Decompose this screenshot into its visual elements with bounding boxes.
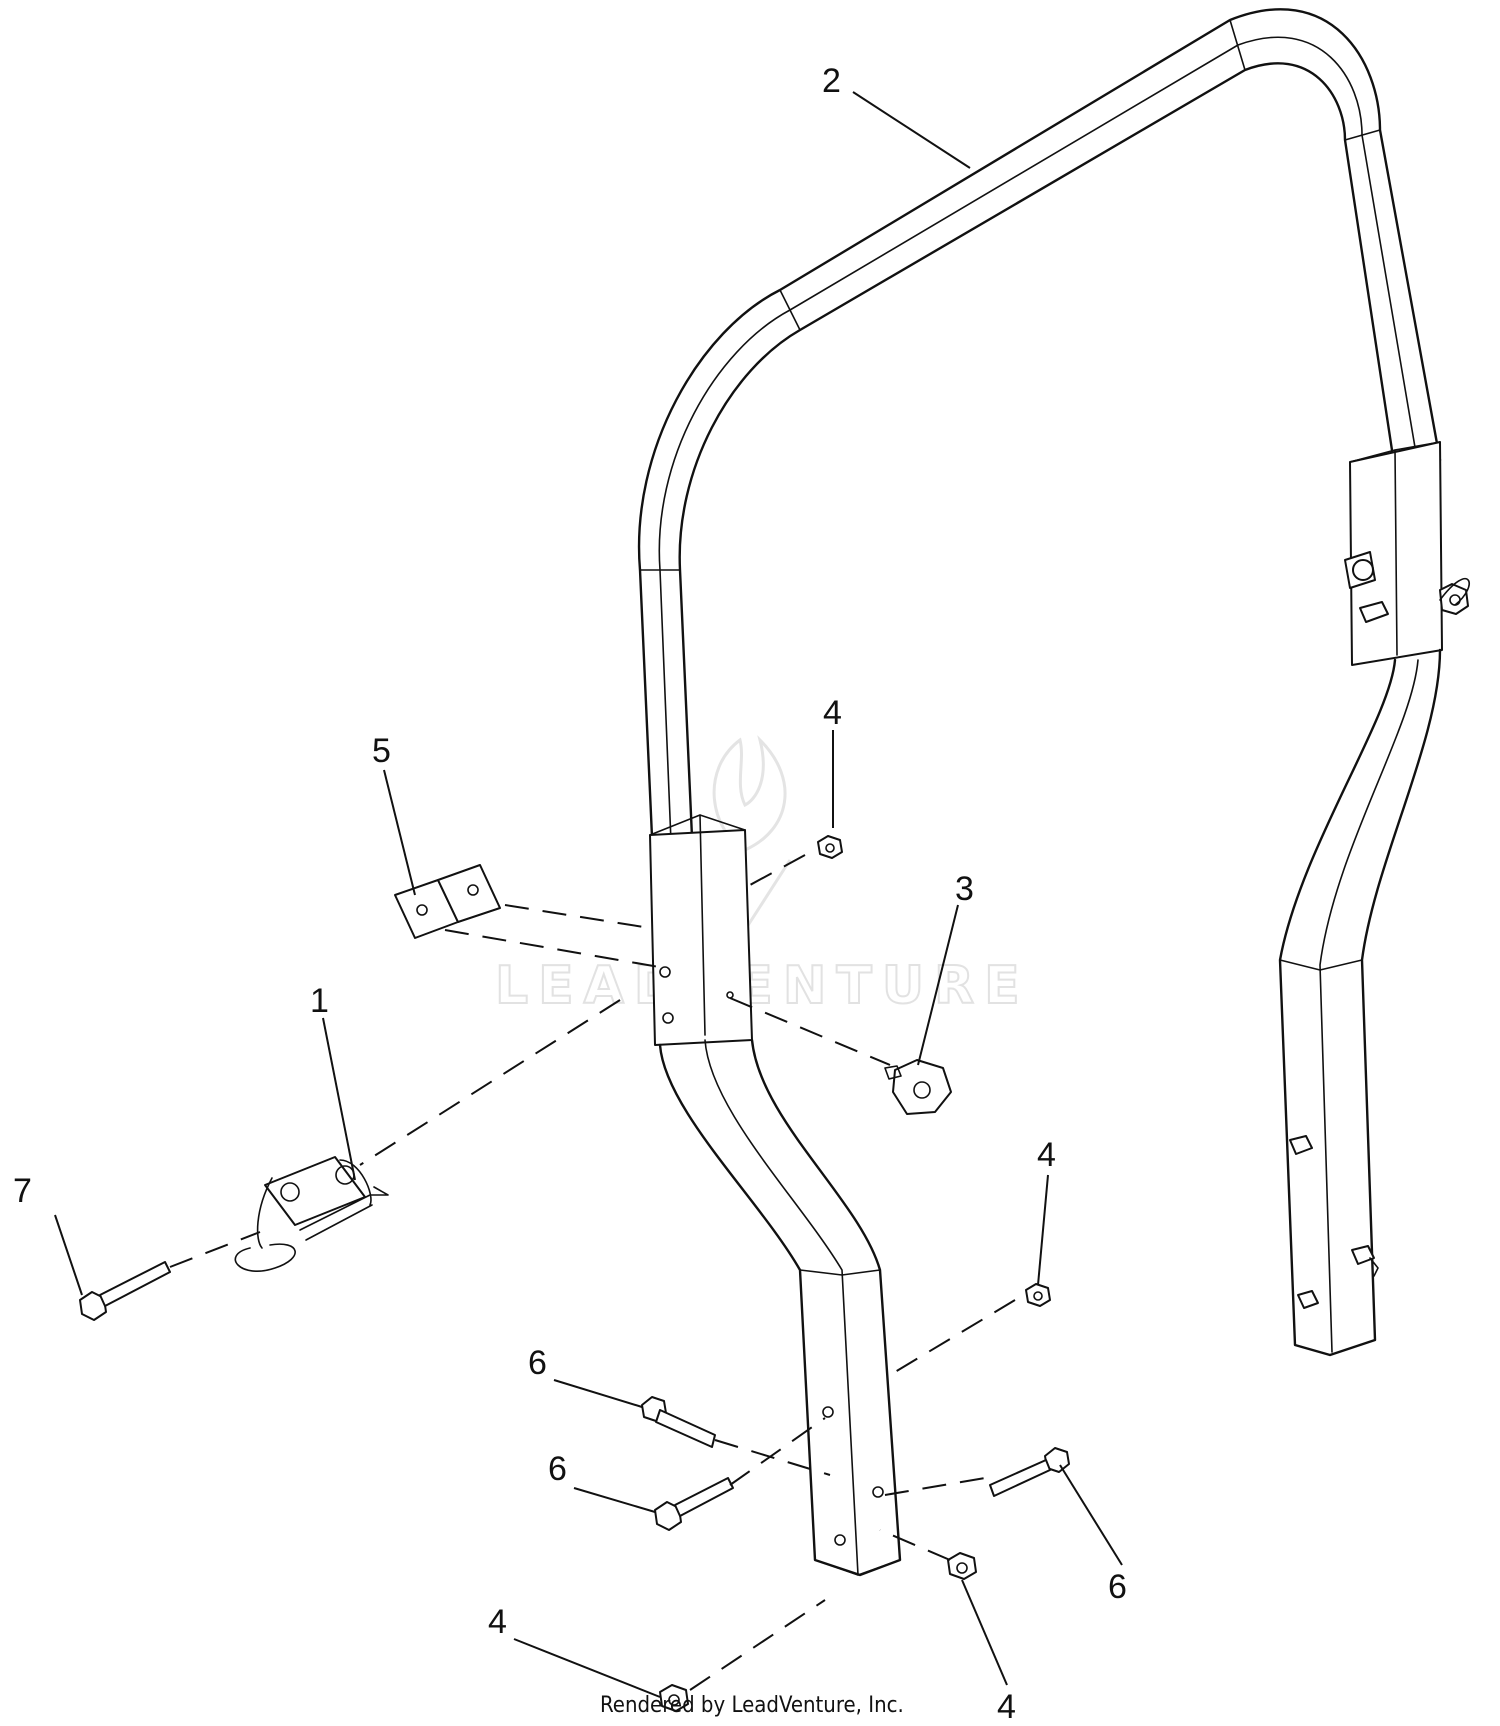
render-credit: Rendered by LeadVenture, Inc. [600, 1693, 904, 1718]
part-6-bolt-right [989, 1447, 1070, 1497]
part-7-long-bolt [79, 1261, 171, 1321]
part-3-knob [884, 1059, 952, 1115]
part-4-nut-lower-left [659, 1684, 689, 1712]
part-6-bolt-middle [654, 1477, 734, 1531]
callout-3: 3 [955, 870, 974, 908]
part-4-nut-lower-right [947, 1552, 977, 1580]
roll-bar-frame [637, 8, 1470, 1577]
part-4-nut-middle [1025, 1283, 1051, 1307]
callout-4-upper: 4 [823, 694, 842, 732]
part-5-bracket [394, 864, 501, 939]
callout-6-middle: 6 [548, 1450, 567, 1488]
callout-4-lower-left: 4 [488, 1603, 507, 1641]
leader-lines [54, 91, 1123, 1698]
callout-2: 2 [822, 62, 841, 100]
callout-4-lower-right: 4 [997, 1688, 1016, 1726]
part-4-nut-upper [817, 835, 843, 859]
callout-1: 1 [310, 982, 329, 1020]
callout-5: 5 [372, 732, 391, 770]
callout-6-right: 6 [1108, 1568, 1127, 1606]
assembly-lines [169, 854, 1016, 1691]
callout-6-upper: 6 [528, 1344, 547, 1382]
part-1-pin-lanyard [234, 1156, 389, 1272]
callout-7: 7 [13, 1172, 32, 1210]
callout-4-middle: 4 [1037, 1136, 1056, 1174]
watermark-text: LEADVENTURE [495, 956, 1030, 1016]
part-6-bolt-upper [641, 1396, 716, 1448]
callouts: 2 4 5 3 1 7 4 6 6 6 4 4 [13, 62, 1127, 1726]
